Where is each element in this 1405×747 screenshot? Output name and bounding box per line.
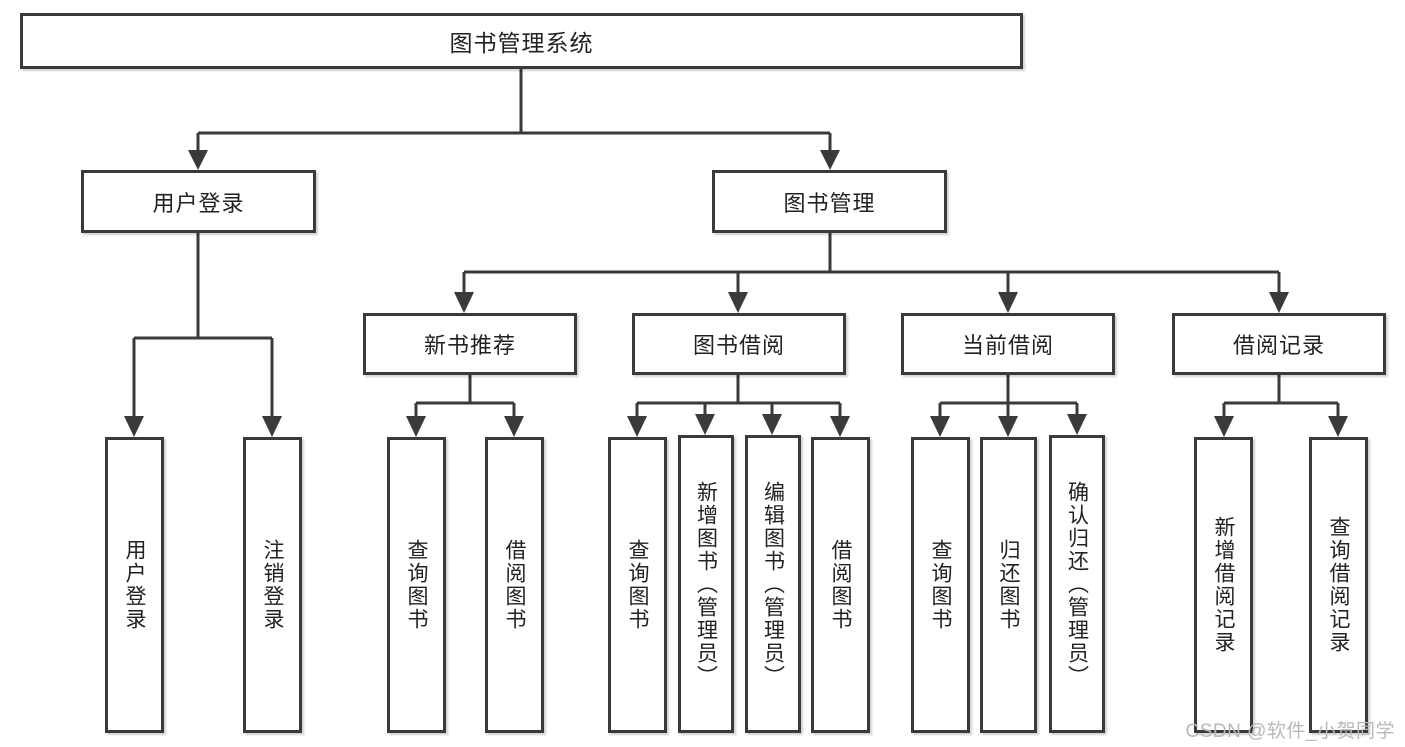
node-book-borrow[interactable]: 图书借阅 xyxy=(632,313,846,375)
leaf-recommend-borrow-book[interactable]: 借阅图书 xyxy=(485,437,544,733)
leaf-current-query-book[interactable]: 查询图书 xyxy=(911,437,970,733)
arrow-current-borrow xyxy=(998,292,1018,313)
arrow-leaf-user-login xyxy=(124,416,144,437)
leaf-recommend-query-book-label: 查询图书 xyxy=(405,539,428,631)
node-new-book-recommend-label: 新书推荐 xyxy=(423,333,516,358)
node-new-book-recommend[interactable]: 新书推荐 xyxy=(363,313,577,375)
node-user-login[interactable]: 用户登录 xyxy=(81,170,316,233)
arrow-current-confirm-return xyxy=(1067,414,1087,435)
arrow-borrow-query-book xyxy=(627,416,647,437)
arrow-book-borrow xyxy=(728,292,748,313)
node-current-borrow-label: 当前借阅 xyxy=(961,333,1054,358)
node-user-login-label: 用户登录 xyxy=(152,190,245,216)
watermark: CSDN @软件_小贺同学 xyxy=(1185,721,1395,742)
leaf-user-login[interactable]: 用户登录 xyxy=(105,437,164,733)
node-root-system[interactable]: 图书管理系统 xyxy=(20,13,1023,69)
node-book-borrow-label: 图书借阅 xyxy=(692,333,785,358)
arrow-user-login xyxy=(188,150,208,170)
arrow-record-add xyxy=(1214,416,1234,437)
node-borrow-record-label: 借阅记录 xyxy=(1232,333,1325,358)
leaf-current-return-book[interactable]: 归还图书 xyxy=(980,437,1037,733)
leaf-user-login-label: 用户登录 xyxy=(123,539,146,631)
leaf-record-add[interactable]: 新增借阅记录 xyxy=(1194,437,1253,733)
node-root-system-label: 图书管理系统 xyxy=(449,30,594,56)
leaf-borrow-add-book[interactable]: 新增图书（管理员） xyxy=(678,435,734,733)
leaf-current-confirm-return[interactable]: 确认归还（管理员） xyxy=(1049,435,1105,733)
node-book-management-label: 图书管理 xyxy=(783,190,876,216)
arrow-record-query xyxy=(1328,416,1348,437)
node-book-management[interactable]: 图书管理 xyxy=(712,170,947,233)
leaf-record-query[interactable]: 查询借阅记录 xyxy=(1309,437,1368,733)
node-current-borrow[interactable]: 当前借阅 xyxy=(901,313,1115,375)
arrow-leaf-logout xyxy=(262,416,282,437)
leaf-borrow-add-book-label: 新增图书（管理员） xyxy=(694,480,718,688)
leaf-logout[interactable]: 注销登录 xyxy=(243,437,302,733)
leaf-borrow-query-book[interactable]: 查询图书 xyxy=(608,437,667,733)
leaf-current-confirm-return-label: 确认归还（管理员） xyxy=(1065,480,1089,688)
arrow-current-query-book xyxy=(930,416,950,437)
leaf-current-return-book-label: 归还图书 xyxy=(997,539,1020,631)
leaf-current-query-book-label: 查询图书 xyxy=(929,539,952,631)
arrow-borrow-add-book xyxy=(695,414,715,435)
leaf-record-add-label: 新增借阅记录 xyxy=(1212,516,1235,654)
arrow-borrow-borrow-book xyxy=(830,416,850,437)
leaf-recommend-borrow-book-label: 借阅图书 xyxy=(503,539,526,631)
node-borrow-record[interactable]: 借阅记录 xyxy=(1172,313,1386,375)
arrow-borrow-edit-book xyxy=(762,414,782,435)
arrow-new-book-recommend xyxy=(454,292,474,313)
leaf-borrow-edit-book-label: 编辑图书（管理员） xyxy=(761,480,785,688)
leaf-borrow-borrow-book-label: 借阅图书 xyxy=(829,539,852,631)
leaf-borrow-edit-book[interactable]: 编辑图书（管理员） xyxy=(745,435,801,733)
leaf-record-query-label: 查询借阅记录 xyxy=(1327,516,1350,654)
arrow-borrow-record xyxy=(1269,292,1289,313)
arrow-recommend-borrow-book xyxy=(504,416,524,437)
leaf-borrow-query-book-label: 查询图书 xyxy=(626,539,649,631)
leaf-recommend-query-book[interactable]: 查询图书 xyxy=(387,437,446,733)
leaf-borrow-borrow-book[interactable]: 借阅图书 xyxy=(811,437,870,733)
arrow-recommend-query-book xyxy=(406,416,426,437)
arrow-current-return-book xyxy=(998,416,1018,437)
leaf-logout-label: 注销登录 xyxy=(261,539,284,631)
arrow-book-mgmt xyxy=(820,150,840,170)
